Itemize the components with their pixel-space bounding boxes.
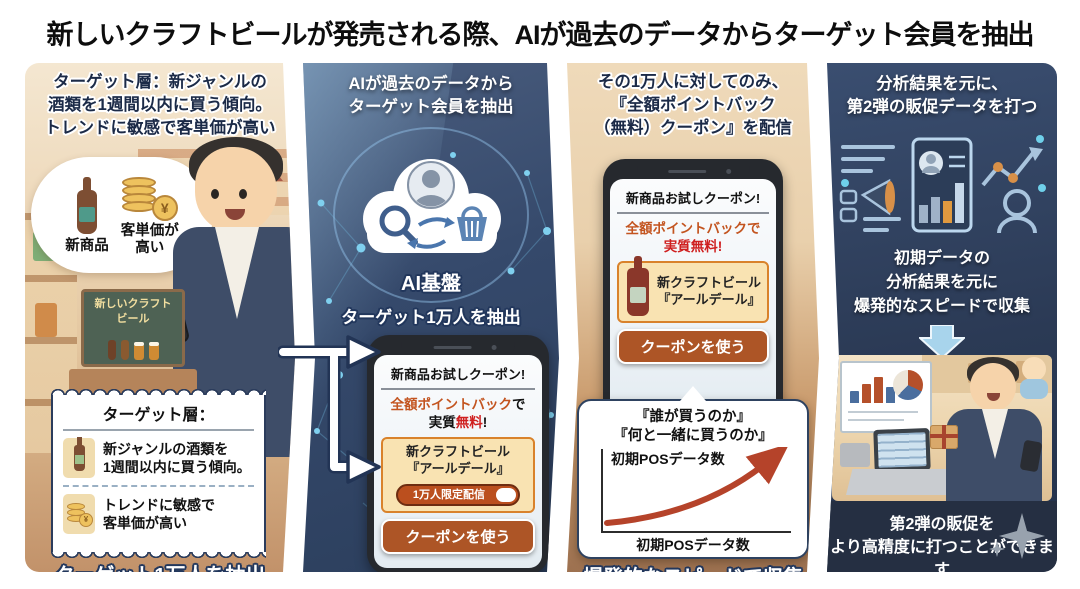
- growth-curve-icon: [603, 447, 793, 531]
- panel1-header: ターゲット層：新ジャンルの 酒類を1週間以内に買う傾向。 トレンドに敏感で客単価…: [44, 73, 276, 137]
- chart-y-label: 初期POSデータ数: [611, 450, 725, 467]
- page-title: 新しいクラフトビールが発売される際、AIが過去のデータからターゲット会員を抽出: [46, 20, 1035, 50]
- pie-chart-icon: [893, 370, 923, 400]
- ai-platform-label: AI基盤: [401, 273, 461, 295]
- question-line: 『誰が買うのか』: [635, 409, 751, 425]
- panel4-mid-text: 初期データの 分析結果を元に 爆発的なスピードで収集: [853, 250, 1030, 315]
- phone-mockup: 新商品お試しクーポン! 全額ポイントバックで 実質無料! 新クラフトビール 『ア…: [603, 159, 783, 427]
- gift-box-icon: [930, 425, 958, 449]
- down-arrow-icon: [919, 325, 965, 359]
- pointback-text: 全額ポイントバックで 実質無料!: [625, 221, 761, 254]
- phone-notch: [402, 342, 515, 355]
- question-line: 『何と一緒に買うのか』: [613, 427, 773, 444]
- trend-chart-icon: [981, 147, 1043, 187]
- coins-icon: ¥: [122, 177, 178, 221]
- text-lines-icon: [841, 145, 901, 232]
- panel1-caption: ターゲット1万人を抽出: [25, 559, 295, 572]
- panel2-header: AIが過去のデータから ターゲット会員を抽出: [348, 75, 514, 116]
- coins-icon: ¥: [63, 494, 95, 534]
- extract-count-label: ターゲット1万人を抽出: [341, 308, 521, 327]
- panel-coupon-distribution: その1万人に対してのみ、 『全額ポイントバック （無料）クーポン』を配信 新商品…: [567, 63, 819, 572]
- sign-bottles-icon: [84, 340, 182, 360]
- orbit-ring: [333, 127, 529, 303]
- panel3-caption: 爆発的なスピードで収集: [567, 561, 819, 572]
- panel-ai-extract: AIが過去のデータから ターゲット会員を抽出: [303, 63, 559, 572]
- report-document-icon: [911, 137, 973, 233]
- limited-distribution-toggle[interactable]: 1万人限定配信: [396, 484, 521, 506]
- phone-mockup: 新商品お試しクーポン! 全額ポイントバックで 実質無料! 新クラフトビール 『ア…: [367, 335, 549, 572]
- panel-target-layer: ターゲット層：新ジャンルの 酒類を1週間以内に買う傾向。 トレンドに敏感で客単価…: [25, 63, 295, 572]
- panel-second-promotion: 分析結果を元に、 第2弾の販促データを打つ: [827, 63, 1057, 572]
- sync-arrows-icon: [417, 219, 447, 247]
- shelf-product: [35, 303, 57, 337]
- baby-illustration: [1016, 357, 1050, 401]
- pointback-text: 全額ポイントバックで 実質無料!: [390, 397, 526, 430]
- phone-screen: 新商品お試しクーポン! 全額ポイントバックで 実質無料! 新クラフトビール 『ア…: [374, 355, 542, 568]
- store-sign: 新しいクラフト ビール: [81, 289, 185, 367]
- thought-bubble: 新商品 ¥ 客単価が 高い: [31, 157, 213, 273]
- panel3-header: その1万人に対してのみ、 『全額ポイントバック （無料）クーポン』を配信: [594, 73, 792, 137]
- person-icon: [997, 189, 1037, 234]
- store-scene-illustration: [832, 355, 1052, 501]
- basket-icon: [457, 208, 487, 241]
- flow-arrows-icon: [278, 335, 381, 484]
- beer-bottle-icon: [627, 268, 649, 316]
- insight-bubble: 『誰が買うのか』 『何と一緒に買うのか』 初期POSデータ数 初期POSデータ数: [577, 399, 809, 559]
- whiteboard-charts: [840, 361, 932, 433]
- use-coupon-button[interactable]: クーポンを使う: [381, 519, 535, 554]
- product-card: 新クラフトビール 『アールデール』: [617, 261, 769, 323]
- yen-coin-icon: ¥: [152, 195, 178, 221]
- use-coupon-button[interactable]: クーポンを使う: [617, 329, 769, 364]
- megaphone-icon: [860, 178, 895, 216]
- card-title: ターゲット層：: [63, 401, 254, 431]
- bottle-icon: [63, 438, 95, 478]
- phone-screen: 新商品お試しクーポン! 全額ポイントバックで 実質無料! 新クラフトビール 『ア…: [610, 179, 776, 420]
- beer-bottle-icon: [77, 190, 97, 234]
- customer-illustration: [930, 357, 1046, 501]
- panel4-caption-bar: 第2弾の販促を より高精度に打つことができます: [827, 501, 1057, 572]
- search-icon: [382, 208, 415, 242]
- panel4-header: 分析結果を元に、 第2弾の販促データを打つ: [846, 75, 1038, 116]
- card-row: ¥ トレンドに敏感で客単価が高い: [63, 485, 254, 541]
- coupon-title: 新商品お試しクーポン!: [381, 364, 535, 390]
- high-spend-item: ¥ 客単価が 高い: [121, 173, 179, 256]
- chart-x-label: 初期POSデータ数: [636, 536, 750, 553]
- ai-cloud-icon: [345, 143, 517, 265]
- analytics-icons: [839, 135, 1046, 234]
- phone-notch: [637, 166, 749, 179]
- coupon-title: 新商品お試しクーポン!: [617, 188, 769, 214]
- growth-chart: 初期POSデータ数: [601, 449, 791, 533]
- pos-register-icon: [840, 428, 960, 499]
- list-boxes-icon: [839, 189, 858, 223]
- product-card: 新クラフトビール 『アールデール』 1万人限定配信: [381, 437, 535, 513]
- new-product-item: 新商品: [65, 176, 109, 255]
